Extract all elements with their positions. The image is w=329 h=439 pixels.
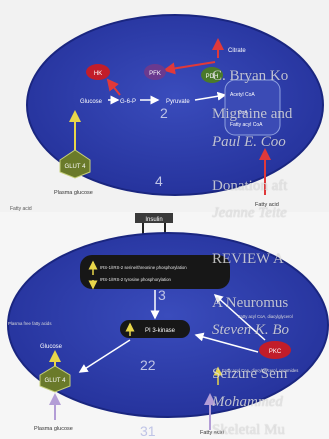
- pdh-enzyme: [201, 67, 223, 83]
- fatty-acid-label: Fatty acid: [255, 202, 279, 208]
- plasma-glucose-label: Plasma glucose: [54, 190, 93, 196]
- pkc-enzyme: [259, 341, 291, 359]
- glut4-label: GLUT 4: [65, 164, 87, 170]
- coa-label: CoA: [238, 110, 248, 116]
- pi3k-label: PI 3-kinase: [145, 328, 176, 334]
- mitochondrion-box: [224, 79, 281, 136]
- pi3k-to-glut4-arrow: [78, 339, 131, 373]
- g6p-label: G-6-P: [120, 99, 136, 105]
- pi3k-box: [120, 320, 190, 338]
- arrow-pyruvate-to-acetylcoa: [194, 91, 227, 101]
- bottom-glut4-label: GLUT 4: [45, 378, 67, 384]
- pfk-label: PFK: [149, 71, 161, 77]
- irs-line-1: IRS-1/IRS-2 serine/threonine phosphoryla…: [100, 265, 187, 270]
- page-number-2: 4: [155, 173, 163, 189]
- red-arrow-citrate-to-pfk: [163, 61, 216, 75]
- irs-line-2: IRS-1/IRS-2 tyrosine phosphorylation: [100, 277, 172, 282]
- page-number-5: 31: [140, 423, 156, 439]
- pkc-label: PKC: [269, 349, 282, 355]
- pkc-note: Fatty acyl CoA, diacylglycerol: [238, 314, 293, 319]
- citrate-label: Citrate: [228, 48, 246, 54]
- hk-label: HK: [94, 71, 102, 77]
- left-ffa-note: Plasma free fatty acids: [8, 321, 51, 326]
- page-number-3: 3: [158, 287, 166, 303]
- page-number-4: 22: [140, 357, 156, 373]
- fatty-acyl-coa-label: Fatty acyl CoA: [230, 122, 263, 128]
- top-cell: [26, 14, 324, 196]
- dag-note: Fatty acyl CoA, diacylglycerol, ceramide…: [222, 368, 298, 373]
- pfk-enzyme: [144, 64, 166, 80]
- fatty-acid-left-label: Fatty acid: [10, 206, 32, 212]
- pdh-label: PDH: [206, 74, 219, 80]
- page-number-1: 2: [160, 105, 168, 121]
- bottom-plasma-glucose-label: Plasma glucose: [34, 426, 73, 432]
- bottom-glucose-label: Glucose: [40, 344, 63, 350]
- irs-bar: [80, 255, 230, 289]
- red-arrow-g6p-to-hk: [106, 78, 121, 96]
- hk-enzyme: [86, 64, 110, 80]
- pyruvate-label: Pyruvate: [166, 99, 190, 105]
- acetyl-coa-label: Acetyl CoA: [230, 92, 255, 98]
- insulin-label: Insulin: [145, 217, 162, 223]
- pkc-to-irs-arrow: [213, 293, 266, 341]
- glucose-label: Glucose: [80, 99, 103, 105]
- insulin-box: [135, 213, 173, 223]
- bottom-fatty-acid-label: Fatty acid: [200, 430, 224, 436]
- pkc-to-pi3k-arrow: [194, 332, 259, 353]
